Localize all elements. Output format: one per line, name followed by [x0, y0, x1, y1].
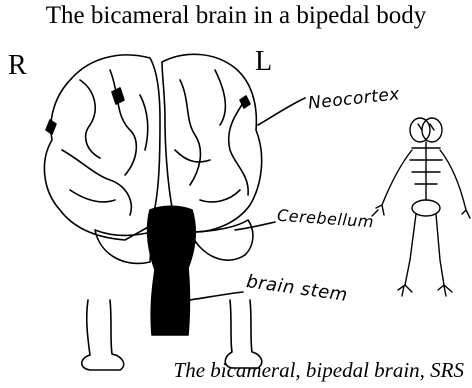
- left-hemisphere: [162, 54, 262, 232]
- right-hemisphere: [44, 55, 160, 240]
- brain-stem: [148, 206, 196, 335]
- stick-figure: [372, 118, 470, 296]
- caption: The bicameral, bipedal brain, SRS: [174, 358, 464, 383]
- cerebellum-left: [95, 230, 152, 263]
